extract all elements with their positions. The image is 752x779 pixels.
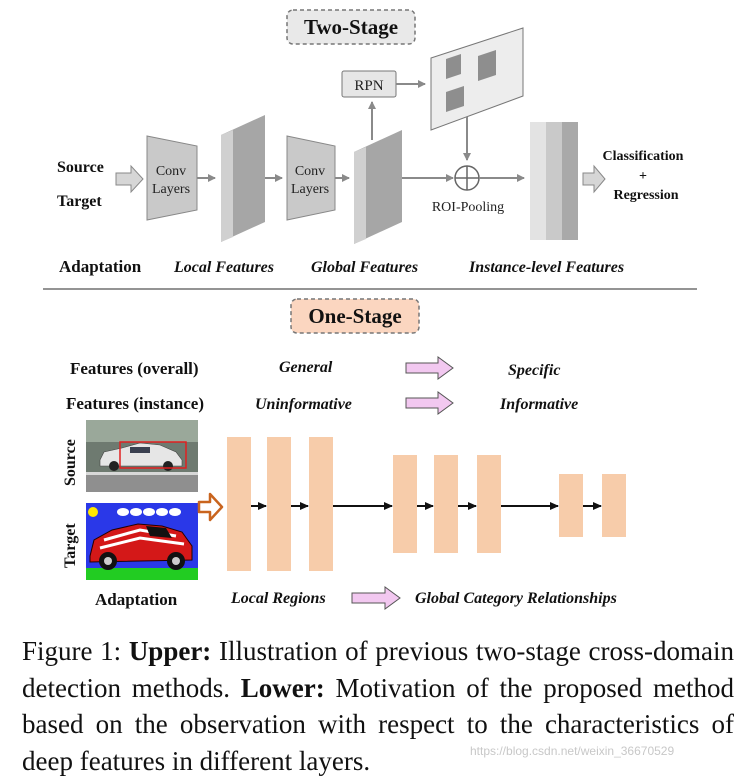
caption-upper-text: Illustration of previous two-stage cross… [22, 636, 734, 703]
caption-upper-label: Upper: [128, 636, 212, 666]
features-overall-label: Features (overall) [70, 359, 199, 378]
roi-pooling-label: ROI-Pooling [432, 200, 504, 215]
instance-feature-stack [530, 122, 578, 240]
local-features-label: Local Features [173, 259, 274, 276]
output-label-line1: Classification [603, 149, 684, 164]
caption-lower-text: Motivation of the proposed method based … [22, 672, 735, 776]
one-stage-panel: One-Stage Features (overall) General Spe… [62, 298, 626, 610]
feature-block-3 [309, 437, 333, 571]
two-stage-title-box [286, 9, 416, 45]
pink-arrow-overall-icon [405, 356, 454, 380]
pink-arrow-adaptation-icon [351, 586, 401, 610]
figure-caption: Figure 1: Upper: Illustration of previou… [22, 633, 734, 779]
conv-layers-2 [286, 135, 336, 221]
local-regions-label: Local Regions [230, 590, 326, 607]
output-label-line2: + [639, 169, 647, 184]
figure-diagram: Two-Stage Source Target Conv Layers Conv… [43, 9, 697, 610]
upper-adaptation-label: Adaptation [59, 257, 142, 276]
local-feature-map [221, 115, 265, 242]
pink-arrow-instance-icon [405, 391, 454, 415]
conv1-label-line1: Conv [156, 164, 186, 179]
lower-target-label: Target [62, 523, 79, 568]
source-image [86, 420, 198, 492]
conv2-label-line1: Conv [295, 164, 325, 179]
caption-prefix: Figure 1: [22, 636, 129, 666]
one-stage-title: One-Stage [308, 304, 401, 328]
feature-block-6 [477, 455, 501, 553]
feature-block-1 [227, 437, 251, 571]
conv2-label-line2: Layers [291, 182, 329, 197]
feature-block-7 [559, 474, 583, 537]
roi-pooling-icon [454, 165, 480, 191]
global-relationships-label: Global Category Relationships [415, 590, 617, 607]
target-image [86, 503, 198, 580]
one-stage-title-box [290, 298, 420, 334]
features-instance-label: Features (instance) [66, 394, 204, 413]
orange-input-arrow-icon [197, 492, 224, 522]
features-instance-from: Uninformative [255, 396, 352, 413]
two-stage-panel: Two-Stage Source Target Conv Layers Conv… [57, 9, 684, 276]
features-instance-to: Informative [499, 396, 578, 413]
feature-block-4 [393, 455, 417, 553]
lower-adaptation-label: Adaptation [95, 590, 178, 609]
upper-target-label: Target [57, 193, 102, 210]
output-arrow-icon [582, 164, 606, 194]
upper-source-label: Source [57, 159, 104, 176]
instance-features-label: Instance-level Features [468, 259, 624, 276]
global-feature-map [354, 130, 402, 244]
conv1-label-line2: Layers [152, 182, 190, 197]
feature-block-5 [434, 455, 458, 553]
proposal-map [430, 27, 524, 131]
features-overall-to: Specific [508, 362, 560, 379]
watermark: https://blog.csdn.net/weixin_36670529 [470, 744, 675, 758]
caption-lower-label: Lower: [240, 672, 325, 703]
two-stage-title: Two-Stage [304, 15, 398, 39]
rpn-label: RPN [354, 78, 383, 94]
feature-block-8 [602, 474, 626, 537]
features-overall-from: General [279, 359, 333, 376]
conv-layers-1 [146, 135, 198, 221]
input-arrow-icon [115, 164, 144, 194]
output-label-line3: Regression [613, 188, 678, 203]
lower-source-label: Source [62, 439, 79, 486]
feature-block-2 [267, 437, 291, 571]
global-features-label: Global Features [311, 259, 418, 276]
